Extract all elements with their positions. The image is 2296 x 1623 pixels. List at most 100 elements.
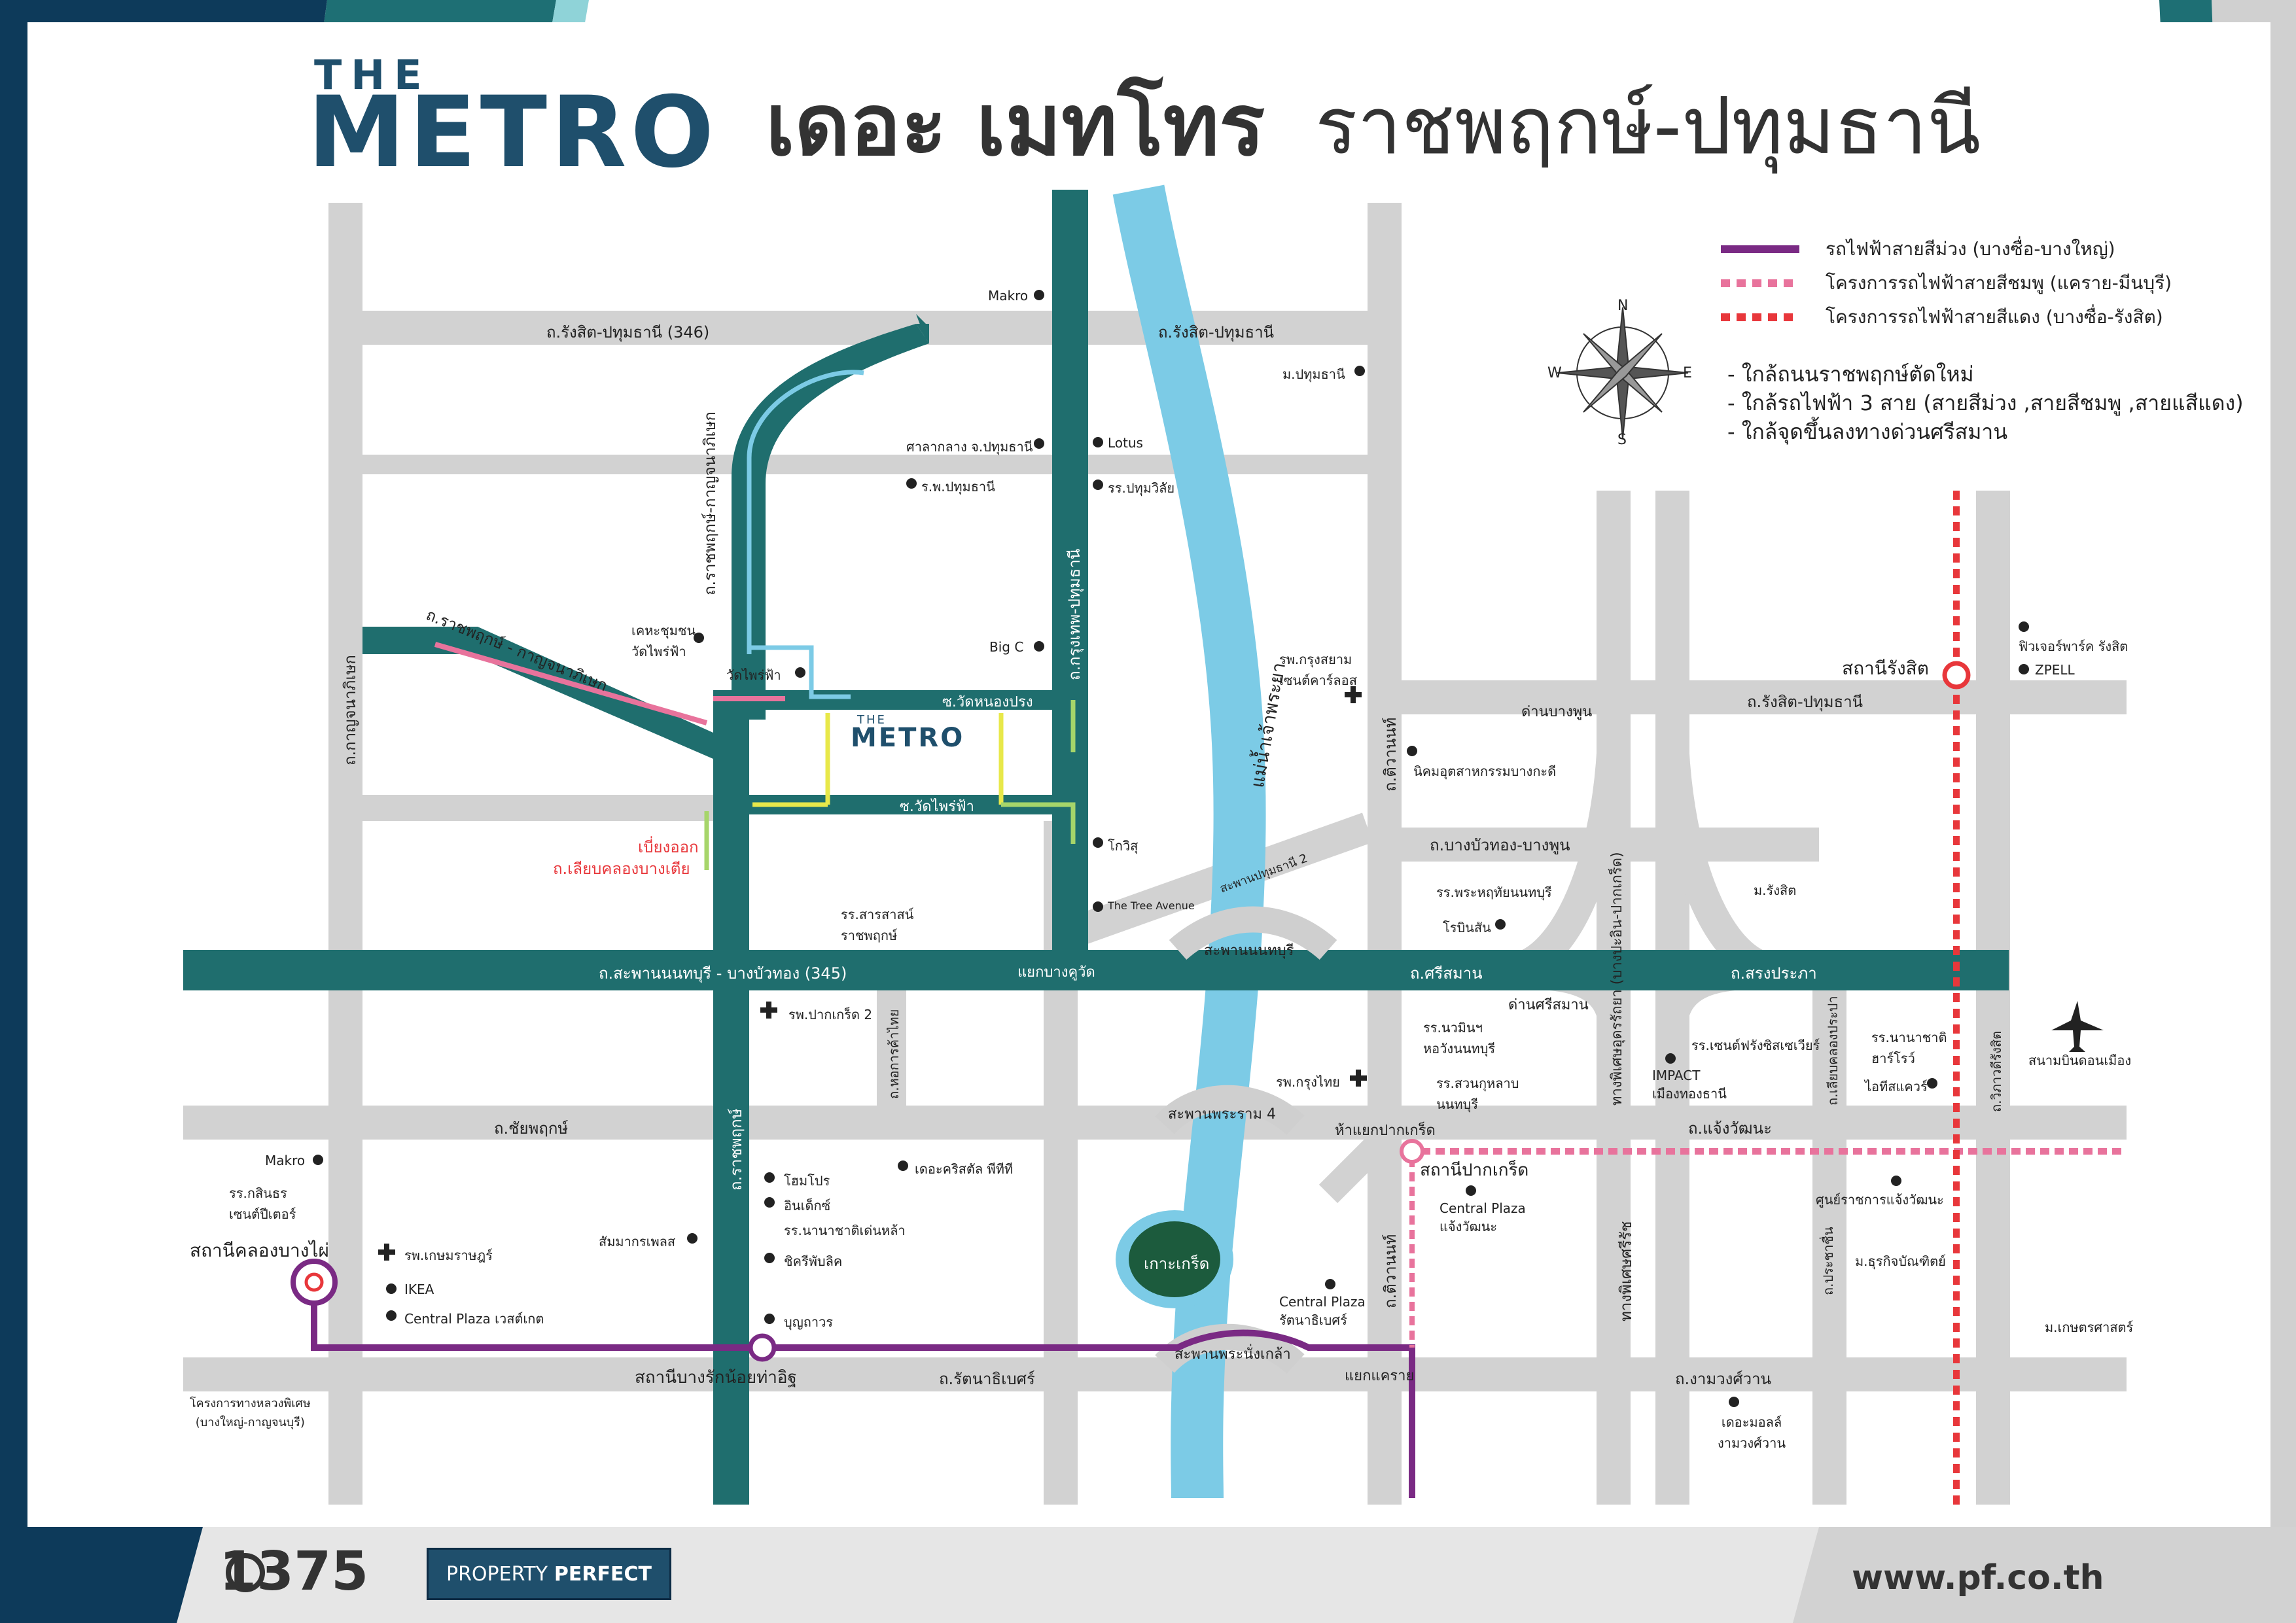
koh-kret-island [1129,1221,1220,1297]
place-label: อินเด็กซ์ [784,1198,831,1213]
junction-label: ห้าแยกปากเกร็ด [1335,1123,1436,1139]
compass-e: E [1683,365,1692,381]
road-label: ถ.หอการค้าไทย [886,1009,902,1099]
road-label: ถ.ติวานนท์ [1381,1234,1400,1308]
toll-label: ด่านบางพูน [1521,704,1593,720]
place-label: รพ.กรุงสยาม เซนต์คาร์ลอส [1279,652,1357,688]
road-label: ถ.รัตนาธิเบศร์ [939,1370,1035,1388]
route-pink [434,642,708,725]
road-label: ทางพิเศษอุดรรัถยา (บางปะอิน-ปากเกร็ด) [1609,852,1625,1106]
place-dot [1034,438,1044,449]
place-label: รร.นวมินฯ หอวังนนทบุรี [1423,1020,1496,1056]
hotline-number: 1375 [219,1541,369,1603]
station-marker-rangsit [1942,661,1971,689]
road-vibhavadi [1976,491,2010,1505]
road-rattanathibet [183,1357,2127,1391]
website-link[interactable]: www.pf.co.th [1852,1558,2104,1597]
place-label: Central Plaza แจ้งวัฒนะ [1439,1200,1526,1234]
place-dot [1093,437,1103,447]
legend-swatch-red [1721,313,1799,321]
note-item: - ใกล้จุดขึ้นลงทางด่วนศรีสมาน [1727,419,2008,444]
place-dot [1407,746,1417,756]
sapan-rama4-arc [1155,1085,1305,1136]
project-logo-metro: METRO [851,723,965,753]
place-dot [687,1233,698,1244]
road-label: ถ.ติวานนท์ [1381,717,1400,792]
legend-swatch-pink [1721,279,1799,287]
place-label: Central Plaza รัตนาธิเบศร์ [1279,1294,1366,1328]
place-label: นิคมอุตสาหกรรมบางกะดี [1413,763,1557,779]
road-kanchanaphisek [328,203,362,1505]
place-dot [2019,664,2029,674]
place-dot [1354,366,1365,376]
place-dot [313,1155,323,1165]
road-label: ซ.วัดหนองปรง [942,694,1033,710]
island-label: เกาะเกร็ด [1144,1255,1210,1273]
road-label: ถ.แจ้งวัฒนะ [1688,1119,1772,1138]
junction-label: แยกบางคูวัด [1017,964,1095,981]
place-label: รพ.เกษมราษฎร์ [404,1248,493,1263]
place-label: รพ.กรุงไทย [1276,1074,1340,1090]
place-label: รร.พระหฤทัยนนทบุรี [1436,884,1552,900]
place-label: Big C [989,639,1024,655]
note-item: - ใกล้ถนนราชพฤกษ์ตัดใหม่ [1727,362,1974,387]
place-label: รร.เซนต์ฟรังซิสเซเวียร์ [1691,1038,1820,1053]
road-label: ถ.รังสิต-ปทุมธานี [1747,693,1863,711]
place-label: รร.ปทุมวิลัย [1108,480,1175,496]
road-label: ถ.วิภาวดีรังสิต [1988,1030,2004,1112]
road-rangsit-pathum [360,311,1374,345]
place-dot [898,1161,908,1171]
place-label: Makro [265,1153,306,1168]
place-dot [1891,1176,1901,1186]
road-ratchaphruek-kanchana-diag [732,324,929,720]
compass-n: N [1617,298,1629,314]
legend-label: โครงการรถไฟฟ้าสายสีชมพู (แคราย-มีนบุรี) [1826,272,2172,294]
road-label: ถ.กาญจนาภิเษก [341,655,359,765]
road-ratchaphruek [713,707,749,1505]
station-khlong-bang-phai: สถานีคลองบางไผ่ [190,1240,329,1261]
place-label: รพ.ปากเกร็ด 2 [788,1007,873,1022]
place-label: ฟิวเจอร์พาร์ค รังสิต [2019,638,2128,654]
place-dot [386,1310,397,1321]
road-label: ถ.ราชพฤกษ์ [727,1108,745,1191]
page-title-light: ราชพฤกษ์-ปทุมธานี [1315,81,1981,172]
place-dot [1034,641,1044,652]
turn-out-label: เบี่ยงออก [638,838,699,856]
road-chaengwattana [1394,1106,2127,1140]
place-dot [1466,1185,1476,1196]
station-marker-pak-kret [1400,1139,1424,1164]
place-label: เดอะมอลล์ งามวงศ์วาน [1718,1414,1786,1451]
place-label: ชิครีพับลิค [784,1253,843,1269]
page-title-bold: เดอะ เมทโทร [766,75,1265,175]
place-label: ม.เกษตรศาสตร์ [2045,1319,2134,1335]
station-marker-bang-rak-noi [748,1333,777,1362]
road-label: ทางพิเศษศรีรัช [1617,1221,1635,1321]
place-label: โรบินสัน [1443,920,1491,935]
road-krungthep-pathum [1052,190,1088,955]
place-label: ร.พ.ปทุมธานี [921,479,995,495]
place-label: ไอทีสแควร์ [1865,1079,1928,1094]
place-label: บุญถาวร [784,1314,834,1330]
road-ratchaphruek-kanchana-west [362,627,713,759]
brand-light: PROPERTY [446,1562,548,1586]
brand-badge: PROPERTY PERFECT [427,1548,671,1600]
station-pak-kret: สถานีปากเกร็ด [1420,1161,1529,1180]
teal-roads [183,190,2009,1505]
project-logo-the: THE [857,713,887,727]
notes: - ใกล้ถนนราชพฤกษ์ตัดใหม่ - ใกล้รถไฟฟ้า 3… [1727,360,2244,446]
place-dot [906,478,917,489]
road-label: สะพานพระนั่งเกล้า [1174,1346,1291,1363]
logo-metro: METRO [308,76,718,190]
brand-bold: PERFECT [554,1562,652,1586]
road-lak-kahm-thai [877,975,906,1106]
place-label: รร.นานาชาติ ฮาร์โรว์ [1871,1030,1947,1066]
place-label: โกวิสุ [1108,838,1139,854]
place-dot [1093,901,1103,912]
road-label: ถ.งามวงศ์วาน [1675,1370,1771,1388]
place-dot [1665,1053,1676,1064]
place-dot [1729,1397,1739,1407]
place-dot [694,633,704,643]
place-label: ZPELL [2035,662,2075,678]
place-dot [764,1253,775,1263]
airplane-icon [2051,1001,2104,1052]
